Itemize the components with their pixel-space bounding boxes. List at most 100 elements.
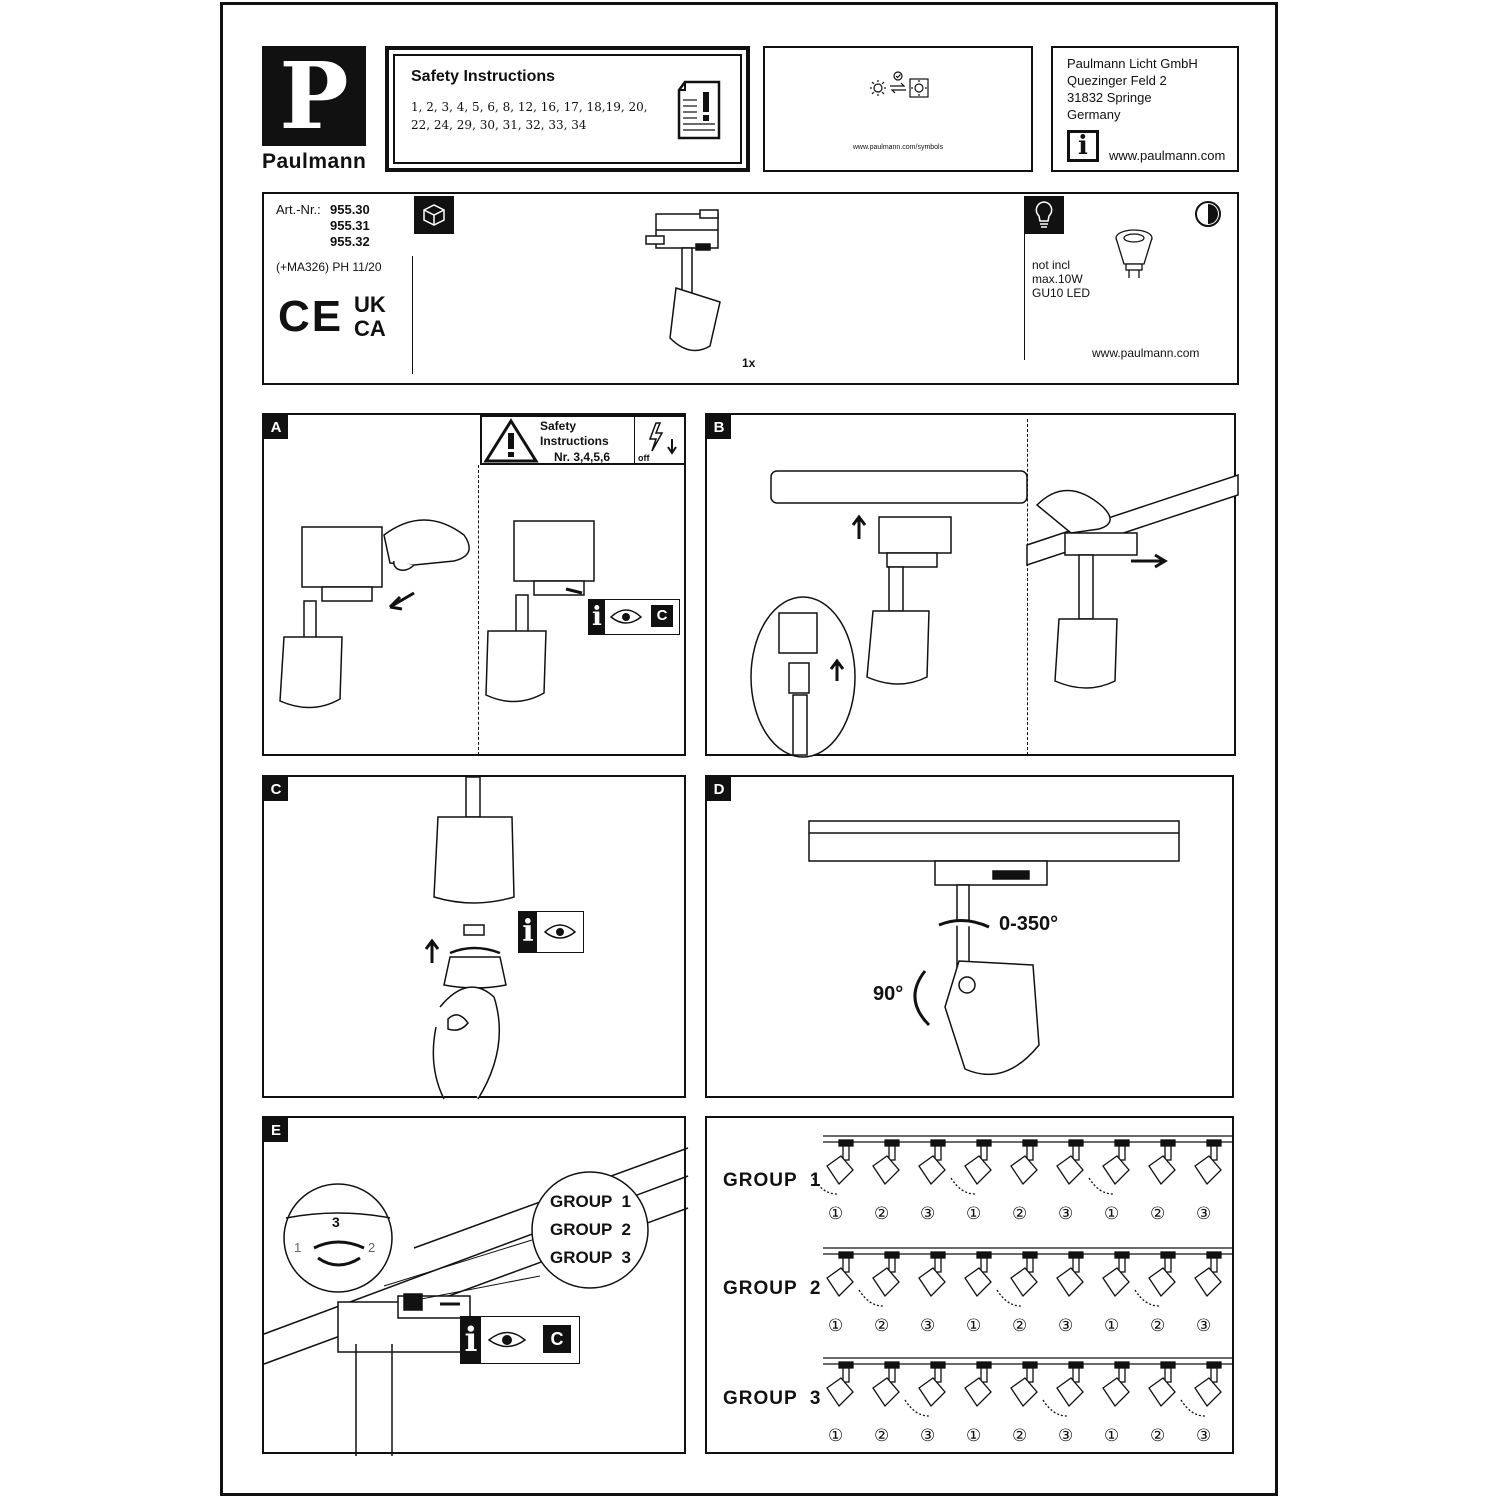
group-2-position-5: ② xyxy=(1012,1316,1028,1335)
ukca-bottom: CA xyxy=(354,316,386,341)
art-label: Art.-Nr.: xyxy=(276,202,321,217)
page-frame xyxy=(220,2,1278,1496)
package-icon xyxy=(414,196,454,234)
art-code: (+MA326) PH 11/20 xyxy=(276,260,382,274)
off-label: off xyxy=(638,453,650,463)
warning-triangle-icon xyxy=(483,418,539,463)
address-line-3: 31832 Springe xyxy=(1067,90,1152,105)
bulb-web: www.paulmann.com xyxy=(1092,346,1200,360)
group-2-position-4: ① xyxy=(966,1316,982,1335)
brand-name: Paulmann xyxy=(262,150,367,173)
bubble-group-1: GROUP 1 xyxy=(550,1192,631,1211)
group-3-position-9: ③ xyxy=(1196,1426,1212,1445)
dial-right: 2 xyxy=(368,1240,376,1255)
ref-c-e: C xyxy=(543,1325,571,1353)
group-selector-illustration xyxy=(263,1147,689,1456)
panel-e-letter: E xyxy=(264,1118,288,1142)
warn-title-2: Instructions xyxy=(540,434,609,448)
safety-numbers-1: 1, 2, 3, 4, 5, 6, 8, 12, 16, 17, 18,19, … xyxy=(411,100,648,114)
group-3-position-4: ① xyxy=(966,1426,982,1445)
safety-numbers-2: 22, 24, 29, 30, 31, 32, 33, 34 xyxy=(411,118,587,132)
group-1-position-3: ③ xyxy=(920,1204,936,1223)
warn-nr: Nr. 3,4,5,6 xyxy=(554,450,611,464)
panel-d-letter: D xyxy=(707,777,731,801)
group-3-position-2: ② xyxy=(874,1426,890,1445)
spotlight-adapter-illustration xyxy=(645,209,721,352)
group-3-position-7: ① xyxy=(1104,1426,1120,1445)
group-2-position-7: ① xyxy=(1104,1316,1120,1335)
group-label-2: GROUP 2 xyxy=(723,1278,822,1299)
group-label-3: GROUP 3 xyxy=(723,1388,822,1409)
group-3-position-1: ① xyxy=(828,1426,844,1445)
package-quantity: 1x xyxy=(742,356,756,370)
groups-panel: GROUP 1 GROUP 2 GROUP 3 ① ② ③ ① ② ③ ① ② ③ ① ② ③ ① ② ③ ①… xyxy=(705,1116,1234,1454)
symbols-url: www.paulmann.com/symbols xyxy=(852,144,944,151)
panel-e: E 3 1 2 GROUP 1 GROUP 2 GROUP 3 i C xyxy=(262,1116,689,1456)
warn-title-1: Safety xyxy=(540,419,577,433)
group-2-position-9: ③ xyxy=(1196,1316,1212,1335)
safety-title: Safety Instructions xyxy=(411,68,556,85)
eye-icon xyxy=(543,924,577,939)
panel-c: C i xyxy=(262,775,686,1100)
group-3-position-6: ③ xyxy=(1058,1426,1074,1445)
ce-mark: CE xyxy=(278,292,344,341)
group-2-position-1: ① xyxy=(828,1316,844,1335)
info-eye-ref-a: i C xyxy=(588,599,680,635)
sun-switch-icon xyxy=(870,71,929,98)
bulb-insertion-illustration xyxy=(424,776,515,1100)
brand-logo: P xyxy=(262,46,366,146)
product-info-box: Art.-Nr.: 955.30 955.31 955.32 (+MA326) … xyxy=(262,192,1239,385)
logo-letter: P xyxy=(279,42,349,150)
art-number-2: 955.31 xyxy=(330,218,370,233)
dial-left: 1 xyxy=(294,1240,302,1255)
group-1-position-4: ① xyxy=(966,1204,982,1223)
group-1-position-2: ② xyxy=(874,1204,890,1223)
group-3-position-8: ② xyxy=(1150,1426,1166,1445)
group-1-position-9: ③ xyxy=(1196,1204,1212,1223)
group-1-position-1: ① xyxy=(828,1204,844,1223)
rotation-350: 0-350° xyxy=(999,913,1059,935)
panel-b-letter: B xyxy=(707,415,731,439)
power-off-icon xyxy=(648,422,677,455)
group-1-position-8: ② xyxy=(1150,1204,1166,1223)
eye-icon xyxy=(487,1331,527,1348)
group-3-position-3: ③ xyxy=(920,1426,936,1445)
safety-box: Safety Instructions 1, 2, 3, 4, 5, 6, 8,… xyxy=(385,46,750,172)
ukca-top: UK xyxy=(354,292,386,317)
art-number-3: 955.32 xyxy=(330,234,370,249)
group-2-position-3: ③ xyxy=(920,1316,936,1335)
group-label-1: GROUP 1 xyxy=(723,1170,822,1191)
rotation-90: 90° xyxy=(873,983,904,1005)
symbols-box: www.paulmann.com/symbols xyxy=(763,46,1033,172)
group-2-position-8: ② xyxy=(1150,1316,1166,1335)
safety-warning-box: Safety Instructions Nr. 3,4,5,6 off xyxy=(480,415,686,465)
group-3-position-5: ② xyxy=(1012,1426,1028,1445)
bubble-group-3: GROUP 3 xyxy=(550,1248,631,1267)
group-2-position-6: ③ xyxy=(1058,1316,1074,1335)
address-box: Paulmann Licht GmbH Quezinger Feld 2 318… xyxy=(1051,46,1239,172)
track-row-2 xyxy=(823,1247,1234,1307)
panel-c-letter: C xyxy=(264,777,288,801)
panel-a-letter: A xyxy=(264,415,288,439)
panel-d: D 0-350° 90° xyxy=(705,775,1234,1098)
ref-c-a: C xyxy=(651,605,673,627)
address-line-2: Quezinger Feld 2 xyxy=(1067,73,1167,88)
group-2-position-2: ② xyxy=(874,1316,890,1335)
panel-a: A Safety Instructions Nr. 3,4,5,6 off i … xyxy=(262,413,686,756)
document-warning-icon xyxy=(677,80,721,140)
address-line-1: Paulmann Licht GmbH xyxy=(1067,56,1198,71)
bubble-group-2: GROUP 2 xyxy=(550,1220,631,1239)
eye-icon xyxy=(609,609,643,624)
adapter-removal-illustration xyxy=(279,519,595,709)
dial-value: 3 xyxy=(332,1214,340,1230)
dimmable-icon xyxy=(1195,201,1221,227)
panel-b: B xyxy=(705,413,1239,758)
group-1-position-7: ① xyxy=(1104,1204,1120,1223)
group-1-position-5: ② xyxy=(1012,1204,1028,1223)
info-icon: i xyxy=(1067,130,1099,162)
address-web: www.paulmann.com xyxy=(1109,148,1226,163)
bulb-line-3: GU10 LED xyxy=(1032,286,1091,300)
gu10-bulb-illustration xyxy=(1115,229,1153,278)
info-eye-ref-e: i C xyxy=(460,1316,580,1364)
art-number-1: 955.30 xyxy=(330,202,370,217)
